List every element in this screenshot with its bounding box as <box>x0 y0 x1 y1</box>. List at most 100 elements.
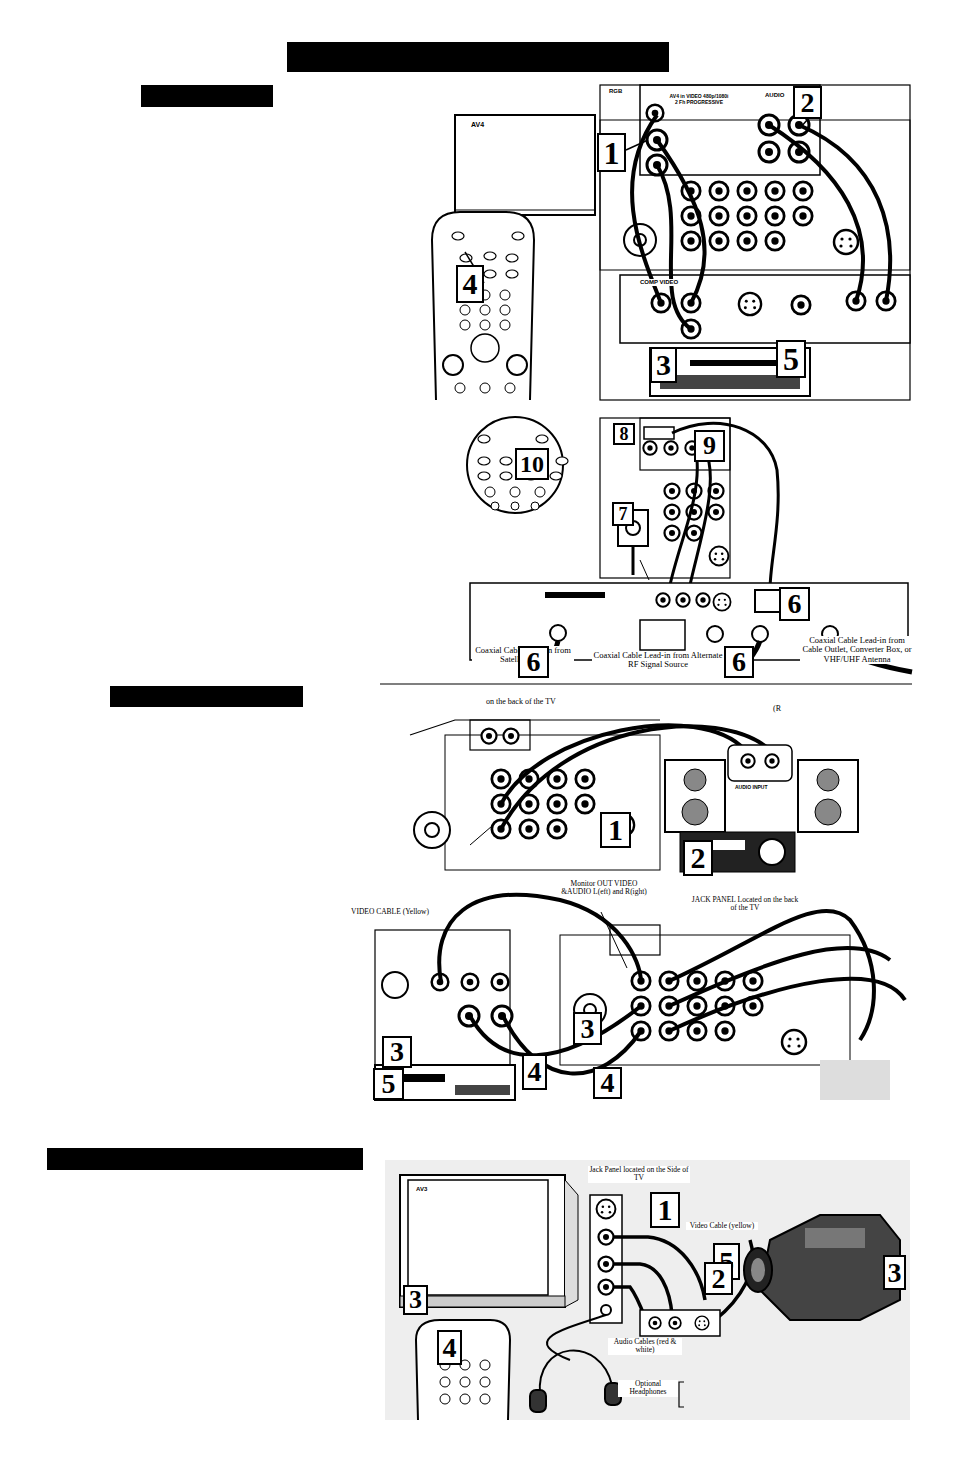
remote-control <box>471 334 499 362</box>
panel-label: AUDIO INPUT <box>735 785 768 791</box>
jack-panel <box>688 972 706 990</box>
remote-inset <box>467 417 563 513</box>
dvd-player <box>690 360 790 366</box>
remote-inset <box>478 457 490 465</box>
camcorder <box>744 1215 900 1320</box>
panel-label: AV3 <box>416 1186 427 1193</box>
remote-control <box>460 1394 470 1404</box>
divider-line <box>380 683 912 684</box>
callout-number: 5 <box>373 1068 404 1100</box>
cable <box>670 460 697 585</box>
remote-control <box>480 383 490 393</box>
jack-panel <box>492 770 510 788</box>
leader-line <box>800 119 808 128</box>
caption-label: Jack Panel located on the Side of TV <box>588 1166 690 1183</box>
jack-panel <box>600 85 910 400</box>
av-cable <box>439 895 905 1074</box>
jack-panel <box>644 427 674 439</box>
jack-panel <box>738 207 756 225</box>
remote-inset <box>478 435 490 443</box>
remote-inset <box>478 472 490 480</box>
caption-label: VIDEO CABLE (Yellow) <box>350 908 430 916</box>
television <box>565 1180 578 1307</box>
stereo-system <box>665 760 725 832</box>
stereo-system <box>798 760 858 832</box>
av-cable <box>669 979 905 1031</box>
remote-inset <box>485 487 495 497</box>
remote-inset <box>467 417 568 513</box>
receiver-box <box>707 626 723 642</box>
jack-panel <box>643 441 656 454</box>
cable <box>672 423 778 590</box>
callout-number: 9 <box>694 430 725 462</box>
jack-panel <box>709 505 724 520</box>
callout-number: 4 <box>522 1054 547 1090</box>
jack-panel <box>688 1022 706 1040</box>
headphones <box>530 1390 546 1412</box>
side-jack-panel <box>601 1305 611 1315</box>
panel-label: COMP VIDEO <box>640 279 678 286</box>
caption-label: Monitor OUT VIDEO &AUDIO L(eft) and R(ig… <box>556 880 652 897</box>
camcorder-jacks <box>649 1317 661 1329</box>
callout-number: 3 <box>382 1036 412 1068</box>
jack-panel <box>520 820 538 838</box>
heading-bar <box>287 42 669 72</box>
side-jack-panel <box>599 1257 614 1272</box>
component-cable <box>799 125 890 301</box>
av-cable <box>669 911 874 1040</box>
stereo-system <box>765 754 778 767</box>
jack-panel <box>759 142 779 162</box>
caption-label: on the back of the TV <box>485 698 557 707</box>
jack-panel <box>794 207 812 225</box>
receiver-box <box>752 626 768 642</box>
callout-number: 2 <box>704 1262 733 1295</box>
remote-control <box>432 212 534 400</box>
callout-number: 3 <box>650 347 677 383</box>
remote-inset <box>500 457 512 465</box>
jack-panel <box>682 232 700 250</box>
jack-panel <box>600 85 910 400</box>
av-cable <box>470 1006 641 1055</box>
remote-control <box>432 212 534 400</box>
caption-label: Optional Headphones <box>618 1380 678 1397</box>
jack-panel <box>470 720 530 750</box>
jack-panel <box>410 720 660 870</box>
jack-panel <box>414 812 450 848</box>
remote-control <box>460 305 470 315</box>
heading-bar <box>110 686 303 707</box>
callout-number: 4 <box>456 265 484 303</box>
heading-bar <box>141 85 273 107</box>
jack-panel <box>766 182 784 200</box>
cable <box>633 423 778 590</box>
remote-control <box>505 383 515 393</box>
jack-panel <box>504 729 519 744</box>
remote-control <box>500 320 510 330</box>
remote-control <box>500 290 510 300</box>
remote-inset <box>536 435 548 443</box>
remote-control <box>460 320 470 330</box>
jack-panel <box>576 770 594 788</box>
stereo-system <box>817 769 839 791</box>
callout-number: 2 <box>683 840 713 876</box>
leader-line <box>640 560 649 580</box>
remote-control <box>506 270 518 278</box>
receiver-box <box>713 593 730 610</box>
callout-number: 8 <box>613 423 635 445</box>
jack-panel <box>664 441 677 454</box>
stereo-system <box>728 745 792 781</box>
remote-control <box>484 252 496 260</box>
heading-bar <box>47 1148 363 1170</box>
remote-inset <box>535 487 545 497</box>
remote-control <box>480 1360 490 1370</box>
remote-inset <box>511 502 519 510</box>
camcorder-jacks <box>695 1316 709 1330</box>
jack-panel <box>687 526 702 541</box>
jack-panel <box>710 547 729 566</box>
side-jack-panel <box>599 1230 614 1245</box>
jack-panel <box>665 505 680 520</box>
leader-line <box>626 140 648 150</box>
jack-panel <box>710 232 728 250</box>
remote-control <box>452 232 464 240</box>
panel-label: AV4 <box>471 121 484 129</box>
